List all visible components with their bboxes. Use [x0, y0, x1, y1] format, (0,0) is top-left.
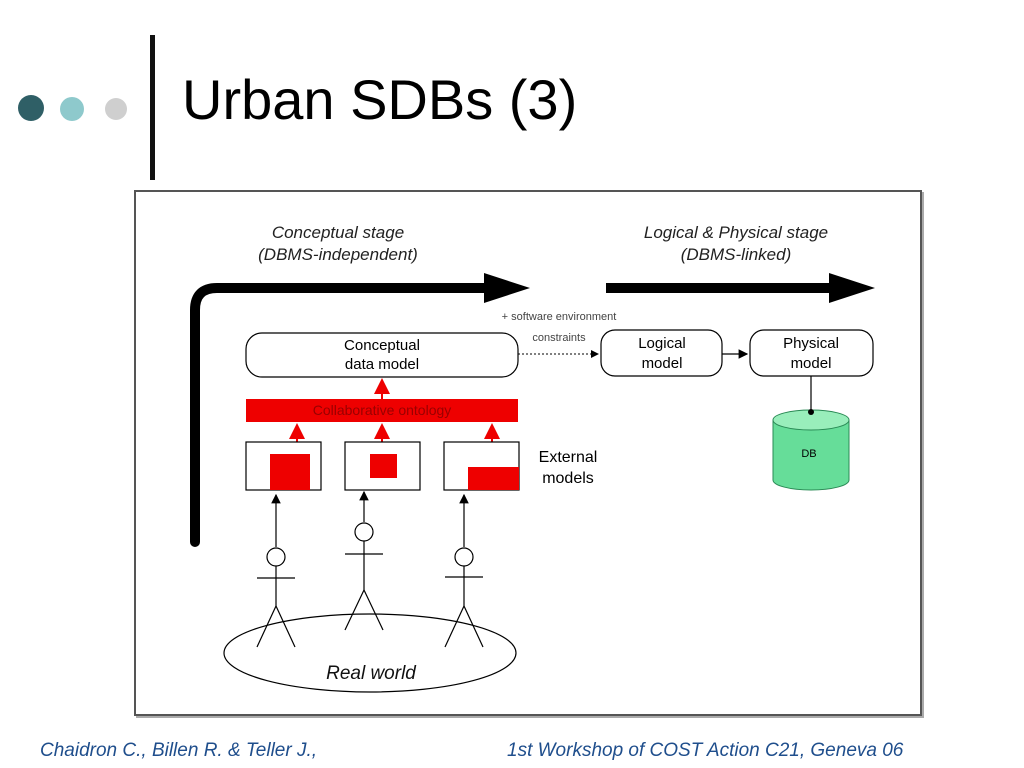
conceptual-stage-arrow — [190, 283, 492, 547]
external-line1: External — [539, 449, 598, 466]
logical-line1: Logical — [638, 335, 686, 352]
conceptual-line1: Conceptual — [344, 337, 420, 354]
ontology-label: Collaborative ontology — [313, 402, 452, 418]
bullet-dot-dark — [18, 95, 44, 121]
logical-line2: model — [642, 355, 683, 372]
external-model-fill-1 — [270, 454, 310, 490]
db-cylinder-icon — [772, 409, 850, 491]
stage-left-line1: Conceptual stage — [272, 223, 404, 242]
stage-left-line2: (DBMS-independent) — [258, 245, 418, 264]
stage-right-line1: Logical & Physical stage — [644, 223, 828, 242]
slide-title: Urban SDBs (3) — [182, 68, 578, 131]
conceptual-stage-arrowhead — [484, 273, 530, 303]
db-label: DB — [801, 448, 816, 460]
constraints-label: constraints — [532, 332, 586, 344]
stick-figure-3 — [444, 493, 484, 648]
bullet-dot-grey — [105, 98, 127, 120]
bullet-dot-teal — [60, 97, 84, 121]
stage-right-line2: (DBMS-linked) — [681, 245, 792, 264]
logical-stage-arrowhead — [829, 273, 875, 303]
software-environment-label: + software environment — [502, 311, 617, 323]
real-world-label: Real world — [326, 663, 417, 684]
collaborative-ontology-bar — [246, 399, 518, 422]
external-model-fill-2 — [370, 454, 397, 478]
diagram-frame: Conceptual stage (DBMS-independent) Logi… — [134, 190, 922, 716]
footer-authors: Chaidron C., Billen R. & Teller J., — [40, 740, 318, 761]
stick-figure-2 — [344, 490, 384, 631]
title-divider — [150, 35, 155, 180]
database-design-diagram: Conceptual stage (DBMS-independent) Logi… — [190, 223, 875, 693]
real-world-ellipse — [223, 613, 517, 693]
logical-model-box — [600, 329, 723, 377]
stick-figure-1 — [256, 493, 296, 648]
physical-line1: Physical — [783, 335, 839, 352]
external-model-fill-3 — [468, 467, 519, 490]
conceptual-line2: data model — [345, 356, 419, 373]
conceptual-data-model-box — [245, 332, 519, 378]
footer-event: 1st Workshop of COST Action C21, Geneva … — [507, 740, 904, 761]
external-line2: models — [542, 470, 594, 487]
physical-line2: model — [791, 355, 832, 372]
